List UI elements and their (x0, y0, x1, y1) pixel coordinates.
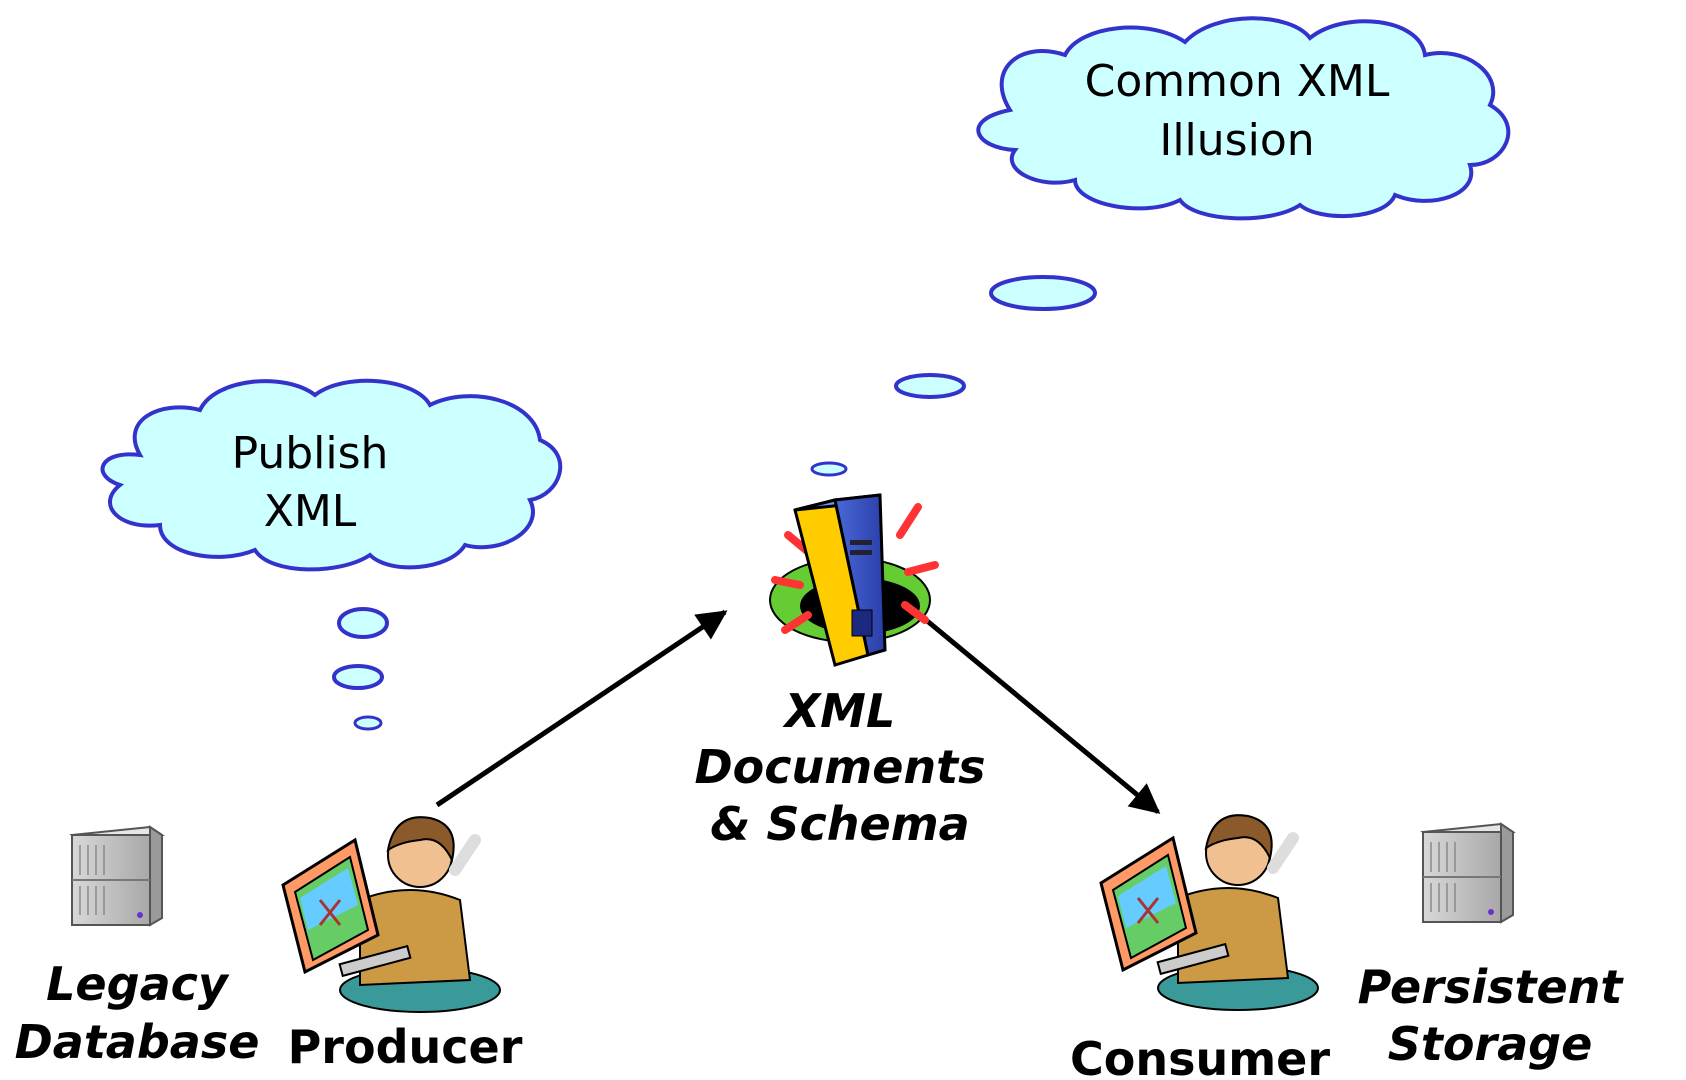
thought-bubble-large (989, 275, 1097, 311)
publish-thought-bubbles (332, 607, 389, 731)
publish-text-line1: Publish (232, 428, 389, 479)
persistent-label-line1: Persistent (1358, 960, 1625, 1014)
xml-docs-label-line3: & Schema (710, 797, 969, 851)
illusion-thought-cloud: Common XML Illusion (976, 16, 1511, 221)
xml-docs-label-line1: XML (782, 684, 896, 738)
persistent-label-line2: Storage (1388, 1017, 1593, 1071)
consumer-person-at-computer-icon (1099, 814, 1319, 1011)
xml-docs-label-line2: Documents (694, 740, 985, 794)
thought-bubble-large (337, 607, 389, 639)
producer-person-at-computer-icon (281, 816, 501, 1013)
publish-text-line2: XML (264, 486, 357, 537)
illusion-cloud-shape (976, 16, 1511, 221)
illusion-text-line2: Illusion (1159, 115, 1314, 166)
legacy-db-label-line1: Legacy (46, 957, 230, 1011)
legacy-db-label-line2: Database (15, 1015, 260, 1069)
thought-bubble-medium (332, 664, 384, 690)
persistent-storage-server-rack-icon (1420, 822, 1516, 924)
legacy-database-server-rack-icon (69, 825, 165, 927)
producer-label: Producer (288, 1020, 523, 1074)
server-tower-icon (769, 493, 939, 667)
thought-bubble-small (353, 715, 383, 731)
producer-to-xml-arrow (435, 609, 728, 808)
illusion-text-line1: Common XML (1085, 56, 1390, 107)
thought-bubble-medium (894, 373, 966, 399)
publish-thought-cloud: Publish XML (100, 378, 563, 572)
consumer-label: Consumer (1070, 1032, 1330, 1080)
xml-to-consumer-arrow (918, 613, 1161, 814)
publish-cloud-shape (100, 378, 563, 572)
illusion-thought-bubbles (810, 275, 1097, 477)
thought-bubble-small (810, 461, 848, 477)
